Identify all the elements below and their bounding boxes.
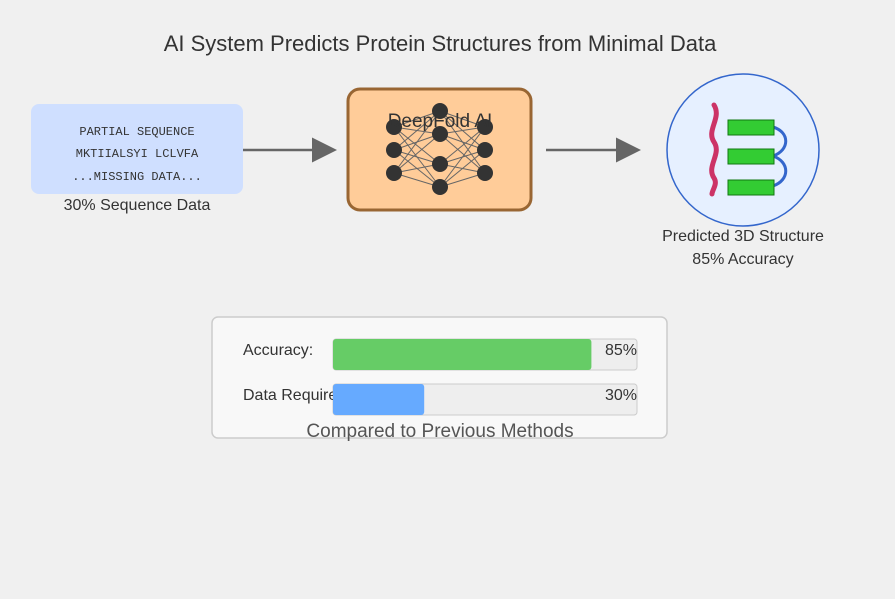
model-name: DeepFold AI xyxy=(388,111,493,132)
input-line-1: PARTIAL SEQUENCE xyxy=(79,125,194,139)
network-edge xyxy=(439,126,486,188)
network-node xyxy=(432,103,448,119)
network-edge xyxy=(393,149,441,165)
network-edge xyxy=(393,110,441,151)
network-node xyxy=(477,119,493,135)
diagram-title: AI System Predicts Protein Structures fr… xyxy=(164,31,717,56)
network-node xyxy=(432,126,448,142)
input-box-background xyxy=(31,104,243,194)
predicted-structure xyxy=(666,73,820,227)
network-node xyxy=(432,179,448,195)
data-required-label: Data Required: xyxy=(243,387,351,404)
network-node xyxy=(477,142,493,158)
alpha-helix-icon xyxy=(709,102,719,197)
accuracy-value: 85% xyxy=(605,342,637,359)
model-box: DeepFold AI xyxy=(346,87,533,212)
output-caption-line-1: Predicted 3D Structure xyxy=(662,228,824,245)
network-edge xyxy=(393,110,441,128)
input-sequence-box: PARTIAL SEQUENCE MKTIIALSYI LCLVFA ...MI… xyxy=(31,104,243,194)
accuracy-bar-fill xyxy=(333,339,592,370)
network-node xyxy=(386,119,402,135)
data-required-bar-fill xyxy=(333,384,425,415)
network-node xyxy=(386,165,402,181)
network-node xyxy=(386,142,402,158)
beta-sheet-1-icon xyxy=(727,119,775,136)
accuracy-label: Accuracy: xyxy=(243,342,313,359)
network-edge xyxy=(439,133,486,174)
comparison-caption: Compared to Previous Methods xyxy=(306,421,573,442)
input-line-3: ...MISSING DATA... xyxy=(72,170,202,184)
beta-sheet-3-icon xyxy=(727,179,775,196)
comparison-panel-background xyxy=(211,316,668,439)
comparison-panel: Accuracy: 85% Data Required: 30% Compare… xyxy=(211,316,668,442)
input-caption: 30% Sequence Data xyxy=(64,197,211,214)
network-node xyxy=(477,165,493,181)
data-required-value: 30% xyxy=(605,387,637,404)
neural-network-nodes xyxy=(386,103,493,195)
network-edge xyxy=(393,110,441,174)
beta-sheet-2-icon xyxy=(727,148,775,165)
network-node xyxy=(432,156,448,172)
loop-connector-icon xyxy=(772,125,788,188)
network-edge xyxy=(393,126,441,165)
network-edge xyxy=(439,149,486,188)
network-edge xyxy=(393,172,441,188)
network-edge xyxy=(439,126,486,165)
input-line-2: MKTIIALSYI LCLVFA xyxy=(76,147,199,161)
network-edge xyxy=(393,133,441,174)
output-caption-line-2: 85% Accuracy xyxy=(692,251,793,268)
